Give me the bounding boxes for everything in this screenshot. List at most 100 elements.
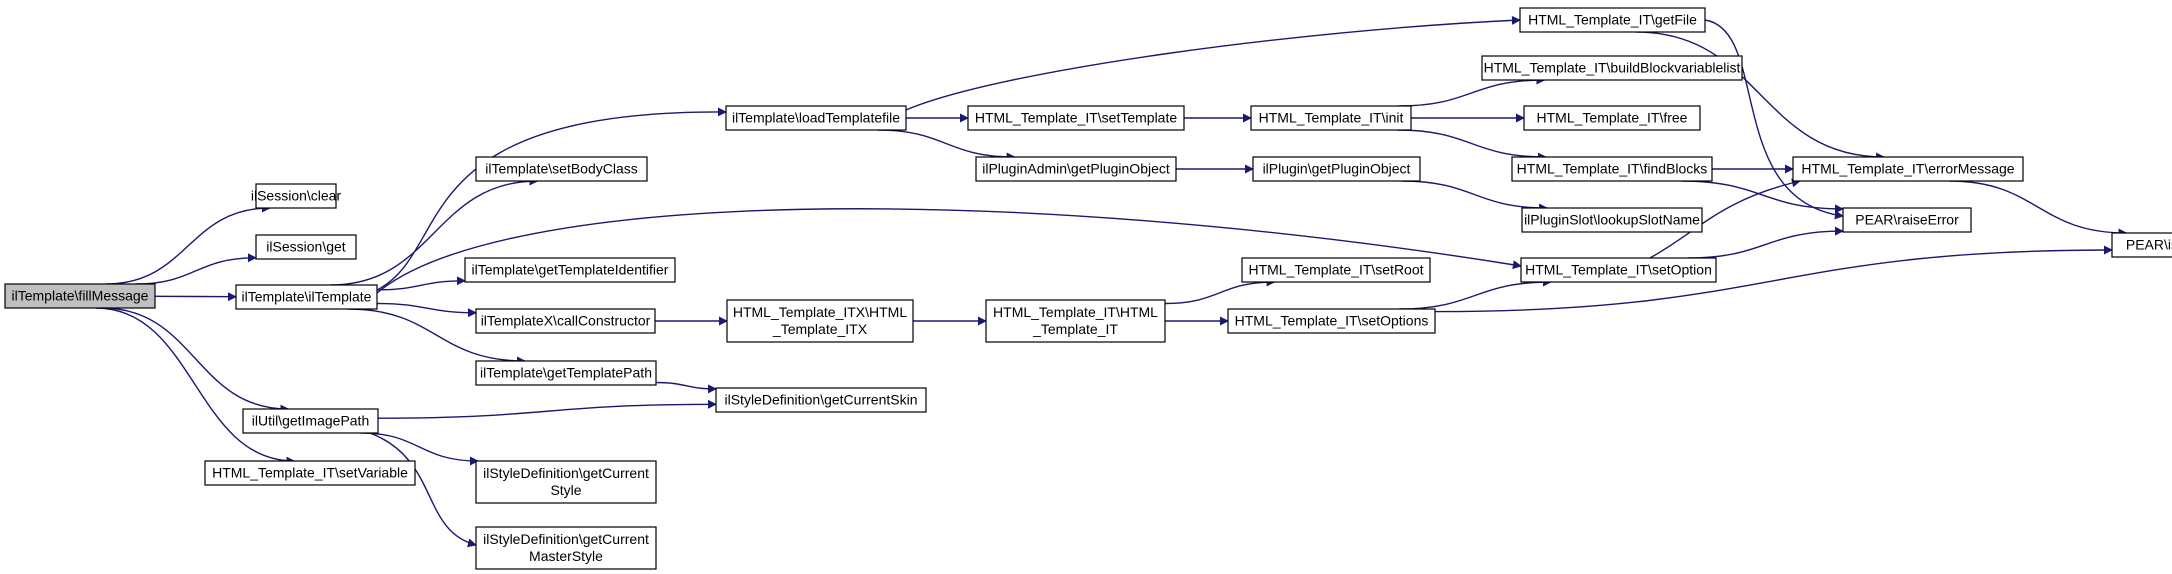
node-box: [255, 234, 357, 260]
edge-getImagePath-to-getCurrentMasterStyle: [369, 432, 477, 548]
node-label: ilTemplate\setBodyClass: [485, 161, 638, 177]
node-label: ilPluginSlot\lookupSlotName: [1524, 212, 1700, 228]
edge-setOptions-to-isError: [1434, 245, 2113, 313]
edge-itCtor-to-setRoot: [1164, 277, 1276, 305]
node-box: [1523, 105, 1701, 131]
node-raiseError[interactable]: PEAR\raiseError: [1842, 207, 1972, 233]
node-setOption[interactable]: HTML_Template_IT\setOption: [1520, 257, 1717, 283]
node-fillMessage[interactable]: ilTemplate\fillMessage: [4, 283, 156, 309]
node-box: [1511, 156, 1713, 182]
node-box: [1241, 257, 1431, 283]
edge-ilTemplateCtor-to-setBodyClass: [330, 176, 539, 286]
node-box: [475, 460, 657, 504]
node-ilTemplateCtor[interactable]: ilTemplate\ilTemplate: [235, 284, 378, 310]
node-label: HTML_Template_IT\setOptions: [1235, 313, 1429, 329]
node-box: [985, 299, 1166, 343]
node-label: ilStyleDefinition\getCurrent: [483, 465, 649, 481]
edge-getTemplatePath-to-getCurrentSkin: [655, 381, 717, 394]
node-label: HTML_Template_IT\setOption: [1525, 262, 1712, 278]
node-box: [1792, 156, 2024, 182]
node-itInit[interactable]: HTML_Template_IT\init: [1250, 105, 1412, 131]
node-label: HTML_Template_IT\findBlocks: [1517, 161, 1708, 177]
edge-findBlocks-to-raiseError: [1681, 180, 1844, 214]
node-label: HTML_Template_IT\getFile: [1528, 12, 1697, 28]
node-label: ilTemplate\loadTemplatefile: [732, 110, 900, 126]
node-itFree[interactable]: HTML_Template_IT\free: [1523, 105, 1701, 131]
node-setRoot[interactable]: HTML_Template_IT\setRoot: [1241, 257, 1431, 283]
node-setOptions[interactable]: HTML_Template_IT\setOptions: [1227, 308, 1436, 334]
node-box: [475, 308, 656, 334]
node-label: PEAR\isError: [2126, 237, 2172, 253]
node-findBlocks[interactable]: HTML_Template_IT\findBlocks: [1511, 156, 1713, 182]
node-getCurrentSkin[interactable]: ilStyleDefinition\getCurrentSkin: [715, 387, 927, 413]
node-isError[interactable]: PEAR\isError: [2111, 232, 2172, 258]
node-box: [1227, 308, 1436, 334]
node-label: ilTemplate\getTemplatePath: [480, 365, 652, 381]
edge-fillMessage-to-getImagePath: [102, 307, 290, 414]
node-box: [475, 526, 657, 570]
node-setVariable[interactable]: HTML_Template_IT\setVariable: [204, 460, 416, 486]
node-label: HTML_Template_IT\HTML: [993, 304, 1158, 320]
node-errorMessage[interactable]: HTML_Template_IT\errorMessage: [1792, 156, 2024, 182]
node-box: [715, 387, 927, 413]
node-label: HTML_Template_IT\errorMessage: [1801, 161, 2014, 177]
node-box: [1842, 207, 1972, 233]
node-label: HTML_Template_IT\setTemplate: [975, 110, 1178, 126]
node-box: [726, 299, 914, 343]
edge-itInit-to-findBlocks: [1397, 129, 1547, 162]
node-box: [204, 460, 416, 486]
node-box: [1481, 55, 1743, 81]
edge-itInit-to-buildBlockvariablelist: [1398, 75, 1546, 107]
node-label: ilTemplate\fillMessage: [12, 288, 149, 304]
node-label: HTML_Template_IT\init: [1259, 110, 1404, 126]
edge-setOption-to-errorMessage: [1649, 178, 1801, 259]
node-label: HTML_Template_IT\free: [1537, 110, 1688, 126]
node-box: [4, 283, 156, 309]
node-callConstructor[interactable]: ilTemplateX\callConstructor: [475, 308, 656, 334]
node-box: [255, 183, 337, 209]
edge-fillMessage-to-sessionGet: [135, 253, 257, 285]
node-sessionClear[interactable]: ilSession\clear: [251, 183, 342, 209]
node-box: [725, 105, 907, 131]
nodes-layer: ilTemplate\fillMessage ilSession\clear ilS…: [4, 7, 2172, 570]
edge-getImagePath-to-getCurrentStyle: [360, 432, 479, 466]
edge-getImagePath-to-getCurrentSkin: [377, 399, 717, 419]
node-loadTemplatefile[interactable]: ilTemplate\loadTemplatefile: [725, 105, 907, 131]
node-pluginGet[interactable]: ilPlugin\getPluginObject: [1252, 156, 1421, 182]
node-itxCtor[interactable]: HTML_Template_ITX\HTML_Template_ITX: [726, 299, 914, 343]
edge-getFile-to-errorMessage: [1636, 31, 1886, 162]
node-pluginAdminGet[interactable]: ilPluginAdmin\getPluginObject: [975, 156, 1177, 182]
node-label: ilTemplateX\callConstructor: [481, 313, 651, 329]
node-box: [475, 156, 648, 182]
node-box: [242, 408, 379, 434]
edge-loadTemplatefile-to-getFile: [905, 15, 1521, 111]
node-getFile[interactable]: HTML_Template_IT\getFile: [1519, 7, 1706, 33]
node-label: ilTemplate\ilTemplate: [242, 289, 372, 305]
node-setBodyClass[interactable]: ilTemplate\setBodyClass: [475, 156, 648, 182]
node-box: [1250, 105, 1412, 131]
node-buildBlockvariablelist[interactable]: HTML_Template_IT\buildBlockvariablelist: [1481, 55, 1743, 81]
node-getTemplateIdentifier[interactable]: ilTemplate\getTemplateIdentifier: [464, 257, 676, 283]
node-itCtor[interactable]: HTML_Template_IT\HTML_Template_IT: [985, 299, 1166, 343]
edge-ilTemplateCtor-to-setOption: [376, 208, 1522, 294]
node-label: ilUtil\getImagePath: [252, 413, 370, 429]
edge-pluginGet-to-lookupSlotName: [1401, 180, 1549, 213]
node-label: PEAR\raiseError: [1855, 212, 1959, 228]
node-label: Style: [550, 482, 581, 498]
node-sessionGet[interactable]: ilSession\get: [255, 234, 357, 260]
node-label: _Template_ITX: [772, 321, 868, 337]
edge-fillMessage-to-setVariable: [95, 307, 296, 466]
node-label: _Template_IT: [1032, 321, 1118, 337]
node-setTemplate[interactable]: HTML_Template_IT\setTemplate: [967, 105, 1185, 131]
node-label: HTML_Template_ITX\HTML: [733, 304, 907, 320]
node-box: [1520, 257, 1717, 283]
node-getImagePath[interactable]: ilUtil\getImagePath: [242, 408, 379, 434]
node-box: [2111, 232, 2172, 258]
edge-setOption-to-raiseError: [1687, 226, 1844, 259]
node-lookupSlotName[interactable]: ilPluginSlot\lookupSlotName: [1521, 207, 1703, 233]
node-box: [1252, 156, 1421, 182]
node-getTemplatePath[interactable]: ilTemplate\getTemplatePath: [475, 360, 657, 386]
